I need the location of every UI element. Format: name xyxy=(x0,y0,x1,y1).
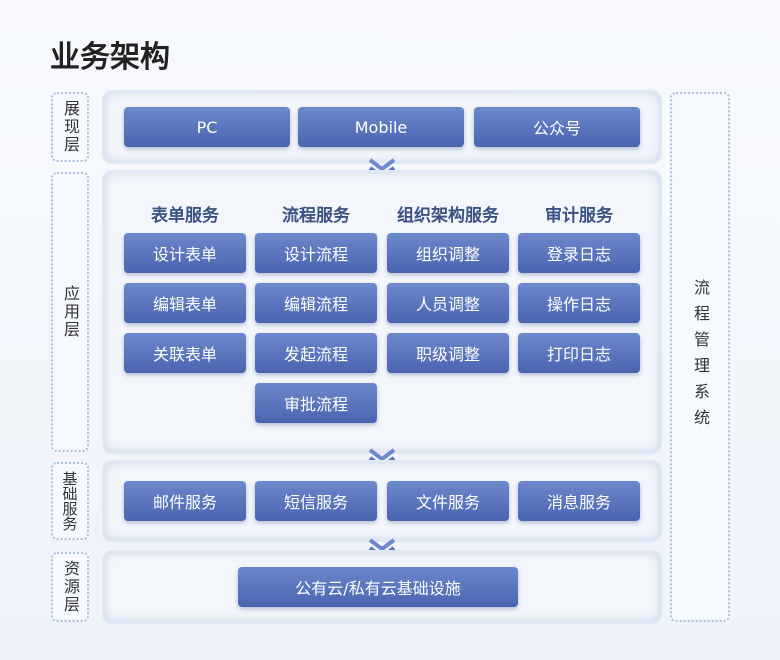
org-adjust-button[interactable]: 组织调整 xyxy=(387,233,509,273)
application-layer-label: 应用层 xyxy=(51,172,89,452)
official-account-button[interactable]: 公众号 xyxy=(474,107,640,147)
presentation-layer-text: 展现层 xyxy=(61,100,80,154)
audit-service-heading: 审计服务 xyxy=(545,206,613,226)
resource-layer-label: 资源层 xyxy=(51,552,89,622)
login-log-button[interactable]: 登录日志 xyxy=(518,233,640,273)
design-process-button[interactable]: 设计流程 xyxy=(255,233,377,273)
foundation-layer-text: 基础服务 xyxy=(60,471,79,531)
process-management-system-label: 流程管理系统 xyxy=(670,92,730,622)
page-title: 业务架构 xyxy=(50,40,170,75)
edit-form-button[interactable]: 编辑表单 xyxy=(124,283,246,323)
staff-adjust-button[interactable]: 人员调整 xyxy=(387,283,509,323)
design-form-button[interactable]: 设计表单 xyxy=(124,233,246,273)
mail-service-button[interactable]: 邮件服务 xyxy=(124,481,246,521)
form-service-heading: 表单服务 xyxy=(151,206,219,226)
application-layer-text: 应用层 xyxy=(61,285,80,339)
operation-log-button[interactable]: 操作日志 xyxy=(518,283,640,323)
approve-process-button[interactable]: 审批流程 xyxy=(255,383,377,423)
org-structure-service-heading: 组织架构服务 xyxy=(397,206,499,226)
foundation-layer-label: 基础服务 xyxy=(51,462,89,540)
start-process-button[interactable]: 发起流程 xyxy=(255,333,377,373)
presentation-layer-label: 展现层 xyxy=(51,92,89,162)
mobile-button[interactable]: Mobile xyxy=(298,107,464,147)
print-log-button[interactable]: 打印日志 xyxy=(518,333,640,373)
resource-layer-text: 资源层 xyxy=(61,560,80,614)
pc-button[interactable]: PC xyxy=(124,107,290,147)
link-form-button[interactable]: 关联表单 xyxy=(124,333,246,373)
message-service-button[interactable]: 消息服务 xyxy=(518,481,640,521)
edit-process-button[interactable]: 编辑流程 xyxy=(255,283,377,323)
process-management-system-text: 流程管理系统 xyxy=(691,279,710,435)
sms-service-button[interactable]: 短信服务 xyxy=(255,481,377,521)
file-service-button[interactable]: 文件服务 xyxy=(387,481,509,521)
cloud-infrastructure-button[interactable]: 公有云/私有云基础设施 xyxy=(238,567,518,607)
process-service-heading: 流程服务 xyxy=(282,206,350,226)
rank-adjust-button[interactable]: 职级调整 xyxy=(387,333,509,373)
